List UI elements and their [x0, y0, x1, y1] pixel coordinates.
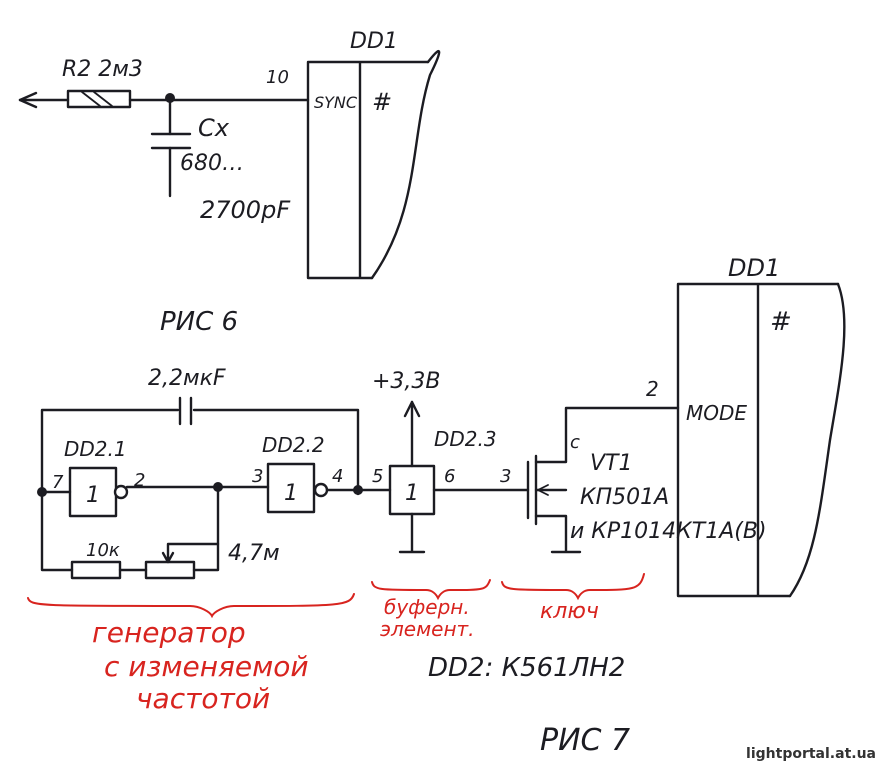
fig7-chip-break [788, 282, 846, 598]
fig7-r1-label: 10к [86, 540, 120, 561]
buffer-label-line1: буферн. [384, 595, 470, 619]
fig7-caption: РИС 7 [540, 723, 630, 758]
generator-label-line3: частотой [136, 682, 270, 715]
fig6-cap-value: 2700pF [200, 196, 291, 224]
fig7-capacitor [178, 396, 193, 426]
fig6-resistor-label: R2 2м3 [62, 57, 143, 82]
buffer-brace [371, 579, 491, 601]
fig6-cap-range: 680… [180, 151, 244, 176]
watermark: lightportal.at.ua [746, 746, 876, 762]
fig7-gate-dd2-1-bubble [113, 484, 129, 500]
generator-brace [27, 593, 355, 619]
fig7-gate2-symbol: 1 [284, 481, 298, 506]
fig7-gate1-symbol: 1 [86, 483, 100, 508]
fig6-resistor-hatch [81, 91, 113, 107]
fig7-pin-mode: 2 [646, 377, 659, 401]
figure-7: 2,2мкF 10к 4,7м 1 DD2.1 7 2 1 DD2.2 3 4 … [27, 254, 846, 758]
fig6-chip-break [370, 49, 441, 280]
fig7-pin-4: 4 [332, 466, 343, 487]
figure-6: R2 2м3 10 DD1 SYNC # Cx 680… 2700pF РИС … [18, 29, 441, 337]
fig7-junction-mid [213, 482, 223, 492]
fig7-transistor-arrow [537, 484, 549, 496]
fig7-junction-right [353, 485, 363, 495]
fig7-pin-3: 3 [252, 466, 263, 487]
key-label: ключ [540, 599, 599, 624]
fig7-feedback-wire [40, 408, 360, 496]
fig6-chip-dd1 [306, 60, 430, 280]
fig7-gate2-label: DD2.2 [262, 433, 325, 457]
fig6-input-arrow [18, 91, 38, 109]
fig7-supply-wire [403, 400, 421, 468]
key-brace [501, 573, 645, 601]
fig6-pin-number: 10 [266, 67, 289, 88]
fig7-ground-wire [398, 512, 426, 554]
generator-label-line1: генератор [92, 616, 246, 649]
fig7-pot-return [192, 484, 220, 572]
fig7-r2-label: 4,7м [228, 541, 280, 566]
fig6-capacitor-cx [150, 132, 192, 150]
fig7-pin-2: 2 [134, 470, 145, 491]
fig7-chip-dd1 [676, 282, 840, 598]
fig7-cap-label: 2,2мкF [148, 366, 226, 391]
fig7-chip-note: DD2: К561ЛН2 [428, 653, 625, 683]
fig7-left-rail [40, 490, 74, 572]
fig7-transistor-drain [534, 406, 680, 464]
fig7-transistor-label: VT1 [590, 451, 633, 476]
fig7-supply-label: +3,3В [372, 369, 441, 394]
fig7-transistor-source [534, 488, 582, 554]
fig6-cap-name: Cx [198, 114, 230, 142]
fig7-trigger-symbol: # [770, 307, 792, 337]
fig7-gate-dd2-2 [266, 462, 316, 514]
fig7-gate1-label: DD2.1 [64, 437, 127, 461]
fig7-mode-label: MODE [686, 401, 747, 425]
fig6-junction [165, 93, 175, 103]
fig6-caption: РИС 6 [160, 307, 238, 337]
fig7-transistor-type2: и КР1014КТ1А(В) [570, 519, 767, 544]
fig7-pin-5: 5 [372, 466, 383, 487]
fig6-sync-label: SYNC [314, 93, 358, 112]
fig7-pin-7: 7 [52, 472, 64, 493]
fig7-drain-label: с [570, 432, 580, 453]
fig7-potentiometer [144, 560, 196, 580]
fig7-pot-wiper [161, 542, 220, 564]
fig6-trigger-symbol: # [372, 88, 392, 116]
generator-label-line2: с изменяемой [104, 650, 309, 683]
buffer-label-line2: элемент. [380, 617, 475, 641]
fig7-gate3-label: DD2.3 [434, 427, 497, 451]
fig7-gate-dd2-2-bubble [313, 482, 329, 498]
fig7-resistor-10k [70, 560, 122, 580]
fig7-transistor-type1: КП501А [580, 485, 669, 510]
fig7-pin-3b: 3 [500, 466, 511, 487]
fig7-pin-6: 6 [444, 466, 455, 487]
fig7-chip-label: DD1 [728, 254, 780, 282]
fig7-gate3-symbol: 1 [405, 481, 419, 506]
fig6-chip-label: DD1 [350, 29, 398, 54]
